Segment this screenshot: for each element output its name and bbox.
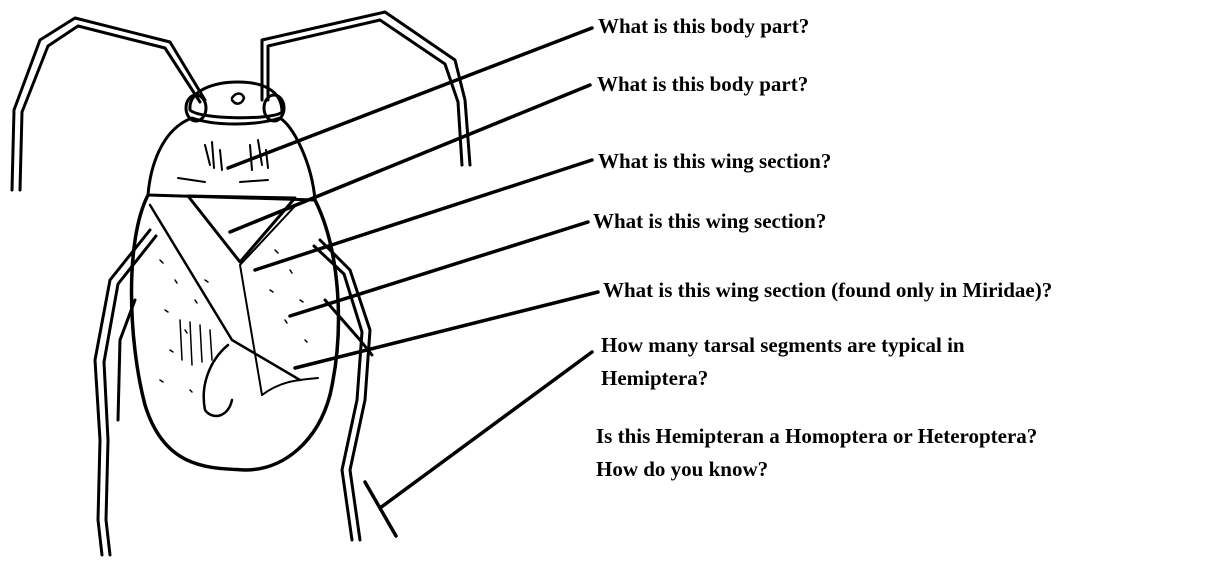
question-tarsal-segments-line-2: Hemiptera?	[601, 366, 709, 390]
question-body-part-1: What is this body part?	[598, 14, 810, 38]
antenna-left	[10, 16, 207, 192]
question-wing-section-1: What is this wing section?	[598, 149, 832, 173]
pointer-line-2	[228, 83, 592, 234]
question-tarsal-segments-line-1: How many tarsal segments are typical in	[601, 333, 965, 357]
insect-head	[184, 80, 286, 123]
pointer-line-1	[226, 26, 594, 170]
question-wing-section-2: What is this wing section?	[593, 209, 827, 233]
insect-pronotum	[146, 116, 317, 202]
question-homoptera-heteroptera: Is this Hemipteran a Homoptera or Hetero…	[596, 424, 1038, 448]
antenna-right	[260, 10, 472, 167]
insect-body	[129, 193, 341, 472]
question-body-part-2: What is this body part?	[597, 72, 809, 96]
pointer-line-4	[288, 220, 590, 318]
pointer-line-6	[378, 350, 594, 510]
insect-scutellum	[186, 194, 297, 264]
question-wing-section-miridae: What is this wing section (found only in…	[603, 278, 1053, 302]
pointer-line-5	[293, 290, 600, 370]
question-how-do-you-know: How do you know?	[596, 457, 769, 481]
legs	[93, 228, 374, 557]
pointer-tick	[363, 480, 398, 538]
pointer-line-3	[253, 158, 594, 272]
